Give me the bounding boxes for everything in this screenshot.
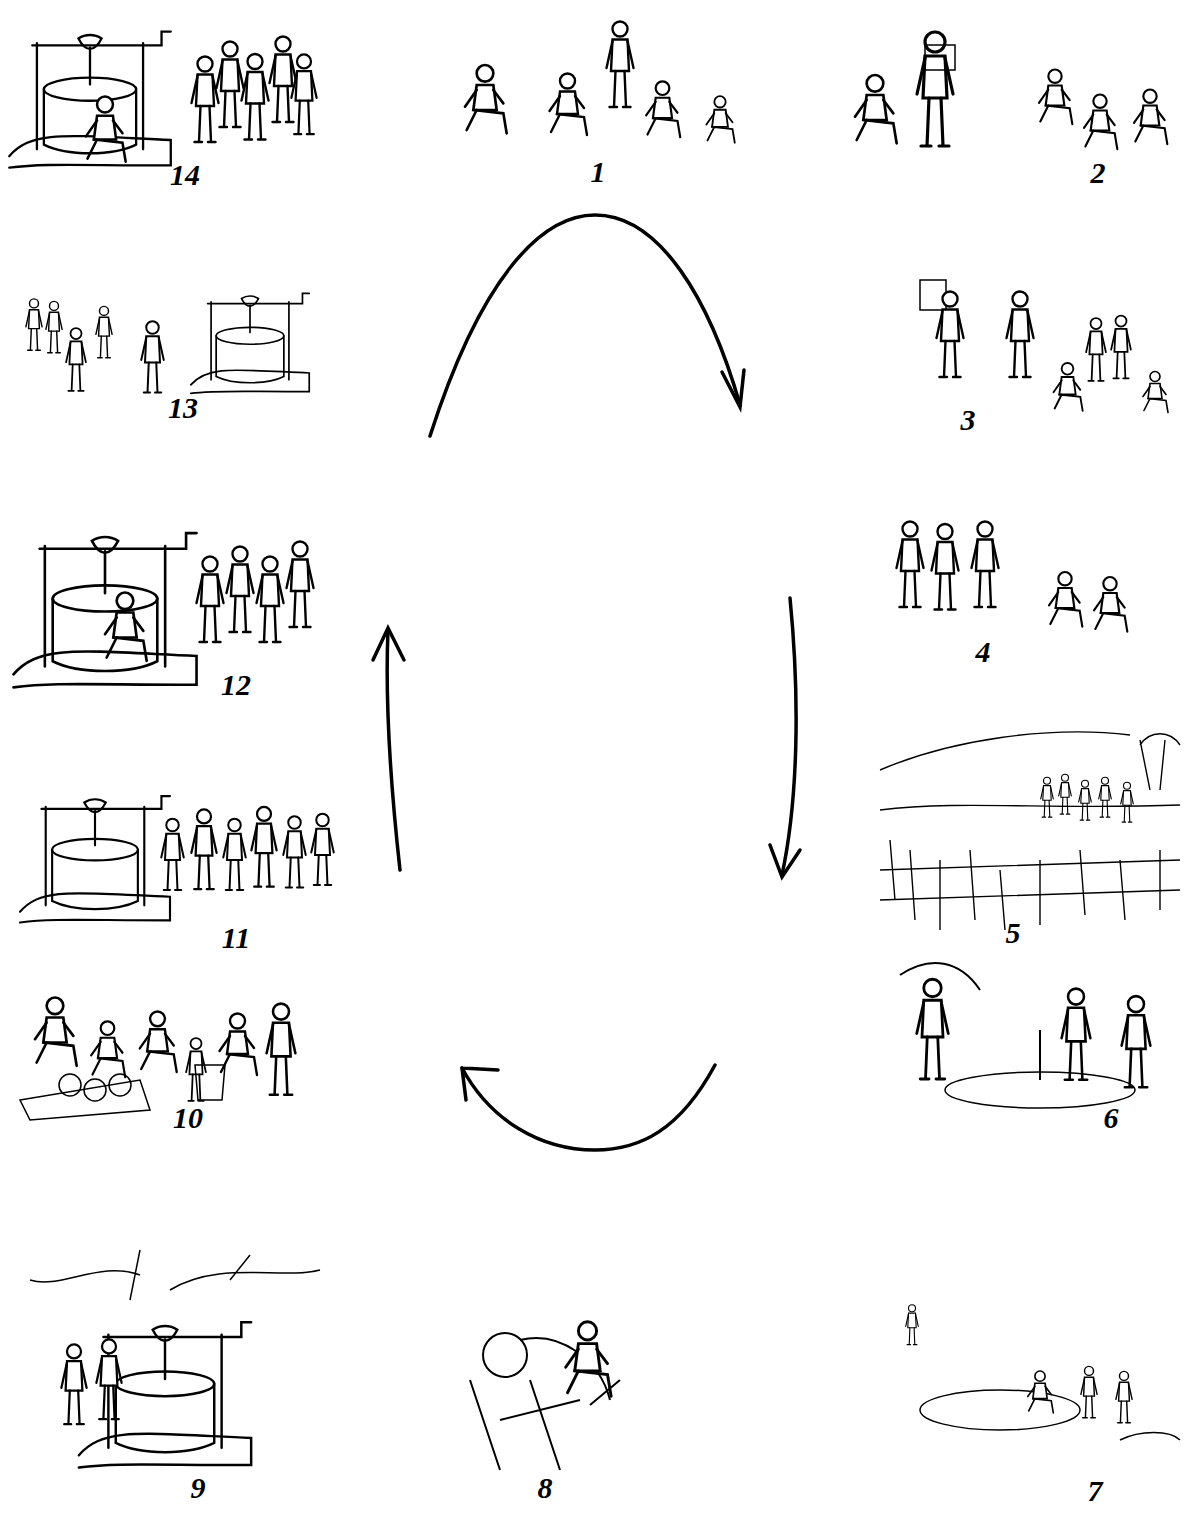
callout-number: 9 <box>191 1473 206 1503</box>
callout-number: 8 <box>538 1473 553 1503</box>
callout-number: 14 <box>170 160 200 190</box>
callout-number: 4 <box>976 637 991 667</box>
callout-number: 6 <box>1104 1103 1119 1133</box>
callout-number: 1 <box>591 157 606 187</box>
callout-number: 5 <box>1006 918 1021 948</box>
callout-number: 10 <box>173 1103 203 1133</box>
callout-number: 7 <box>1088 1476 1103 1506</box>
callout-number: 3 <box>961 405 976 435</box>
callout-number: 12 <box>221 670 251 700</box>
callout-number: 11 <box>222 923 250 953</box>
callout-number: 13 <box>168 393 198 423</box>
callout-number: 2 <box>1091 158 1106 188</box>
